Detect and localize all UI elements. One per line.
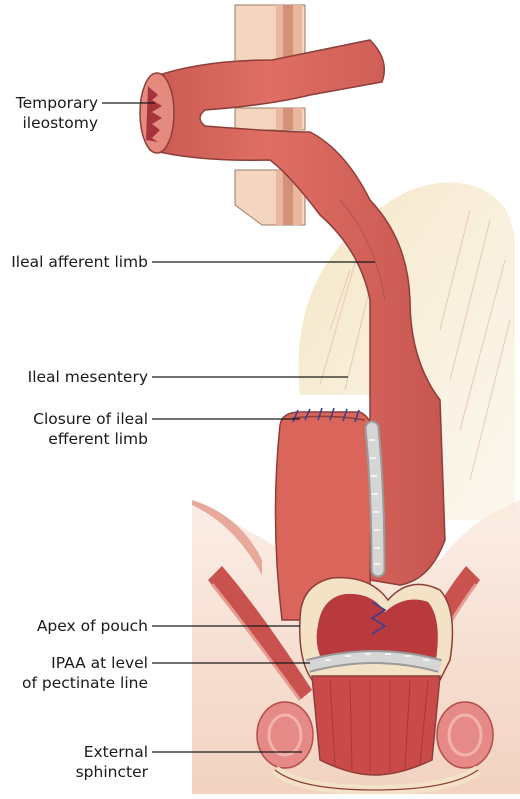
label-temporary-ileostomy: Temporary ileostomy — [0, 93, 98, 133]
label-line: Temporary — [0, 93, 98, 113]
label-line: efferent limb — [0, 429, 148, 449]
staple-line — [369, 428, 380, 570]
abdominal-wall — [235, 5, 305, 225]
label-line: IPAA at level — [0, 653, 148, 673]
label-apex-of-pouch: Apex of pouch — [0, 616, 148, 636]
label-line: Closure of ileal — [0, 409, 148, 429]
label-ileal-mesentery: Ileal mesentery — [0, 367, 148, 387]
label-line: ileostomy — [0, 113, 98, 133]
label-ileal-afferent-limb: Ileal afferent limb — [0, 252, 148, 272]
ileostomy-stoma — [140, 73, 174, 153]
label-line: External — [0, 742, 148, 762]
label-ipaa: IPAA at level of pectinate line — [0, 653, 148, 693]
label-external-sphincter: External sphincter — [0, 742, 148, 782]
label-closure-efferent-limb: Closure of ileal efferent limb — [0, 409, 148, 449]
label-line: of pectinate line — [0, 673, 148, 693]
label-line: sphincter — [0, 762, 148, 782]
